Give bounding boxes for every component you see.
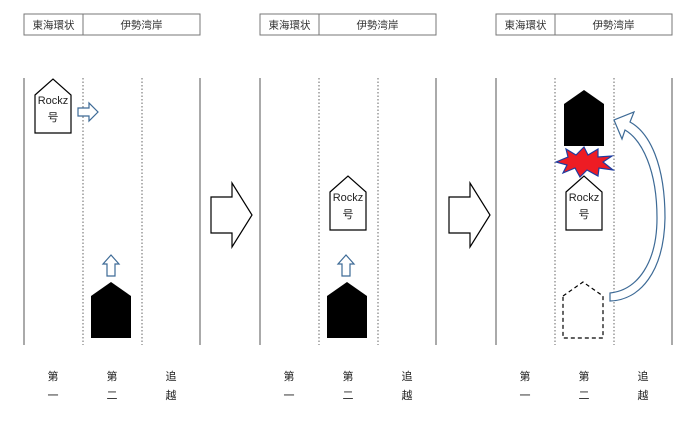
lane-label-2-top: 第 <box>579 369 590 383</box>
overtake-curve-arrow-icon <box>609 110 666 302</box>
black-car <box>91 282 131 338</box>
lane-label-2-top: 第 <box>343 369 354 383</box>
header-left-label: 東海環状 <box>269 19 311 32</box>
lane-label-2-bottom: 二 <box>343 389 354 402</box>
lane-label-1-bottom: 一 <box>284 389 295 402</box>
lane-label-2-bottom: 二 <box>579 389 590 402</box>
up-arrow-icon <box>336 254 356 277</box>
lane-label-1-bottom: 一 <box>520 389 531 402</box>
lane-label-3-top: 追 <box>402 369 413 383</box>
header-left-label: 東海環状 <box>33 19 75 32</box>
black-car <box>327 282 367 338</box>
lane-label-1-top: 第 <box>284 369 295 383</box>
lane-label-1-top: 第 <box>520 369 531 383</box>
panel-1: 東海環状 伊勢湾岸 Rockz 号 第 一 第 二 追 越 <box>23 13 201 402</box>
transition-arrow-icon <box>210 180 253 250</box>
rockz-car-suffix: 号 <box>343 208 354 221</box>
lane-label-3-bottom: 越 <box>166 388 177 402</box>
lane-label-1-bottom: 一 <box>48 389 59 402</box>
panel-2: 東海環状 伊勢湾岸 Rockz 号 第 一 第 二 追 越 <box>259 13 437 402</box>
rockz-car-name: Rockz <box>569 192 600 204</box>
rockz-car: Rockz 号 <box>329 175 367 231</box>
right-arrow-icon <box>77 101 99 123</box>
panel-3: 東海環状 伊勢湾岸 Rockz 号 第 一 第 二 追 越 <box>495 13 673 402</box>
rockz-car: Rockz 号 <box>34 78 72 134</box>
panel-1-header: 東海環状 伊勢湾岸 <box>23 13 201 36</box>
transition-arrow-icon <box>448 180 491 250</box>
panel-2-header: 東海環状 伊勢湾岸 <box>259 13 437 36</box>
lane-label-2-top: 第 <box>107 369 118 383</box>
lane-label-3-top: 追 <box>166 369 177 383</box>
black-car <box>564 90 604 146</box>
ghost-car <box>562 281 604 339</box>
rockz-car-suffix: 号 <box>579 208 590 221</box>
collision-burst-icon <box>554 145 616 178</box>
rockz-car: Rockz 号 <box>565 175 603 231</box>
lane-label-3-bottom: 越 <box>638 388 649 402</box>
up-arrow-icon <box>101 254 121 277</box>
header-left-label: 東海環状 <box>505 19 547 32</box>
header-right-label: 伊勢湾岸 <box>357 19 399 32</box>
header-right-label: 伊勢湾岸 <box>593 19 635 32</box>
rockz-car-name: Rockz <box>333 192 364 204</box>
rockz-car-name: Rockz <box>38 95 69 107</box>
panel-3-header: 東海環状 伊勢湾岸 <box>495 13 673 36</box>
lane-label-2-bottom: 二 <box>107 389 118 402</box>
lane-label-3-bottom: 越 <box>402 388 413 402</box>
header-right-label: 伊勢湾岸 <box>121 19 163 32</box>
lane-label-1-top: 第 <box>48 369 59 383</box>
lane-label-3-top: 追 <box>638 369 649 383</box>
rockz-car-suffix: 号 <box>48 111 59 124</box>
